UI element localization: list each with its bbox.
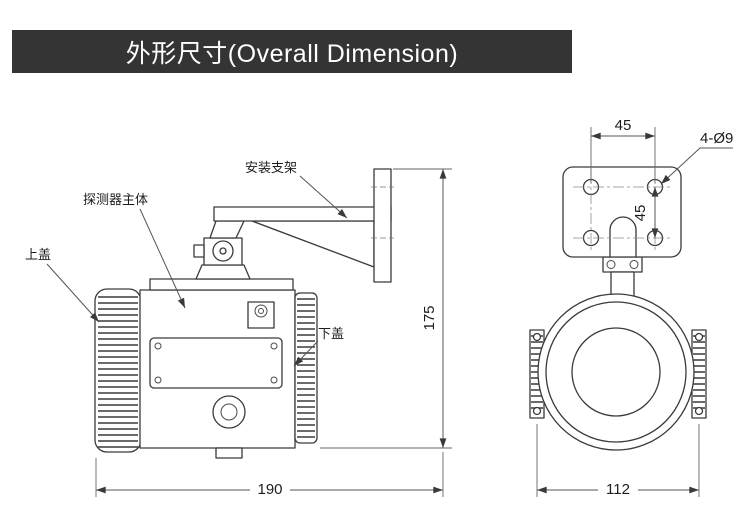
width-extension-lines — [536, 424, 700, 497]
swivel-base — [195, 264, 251, 280]
front-view — [529, 166, 707, 451]
bottom-boss — [215, 447, 243, 459]
name-plate — [149, 337, 283, 389]
body-top-plate — [149, 278, 294, 291]
body-mid-ring — [545, 301, 687, 443]
swivel-pivot — [212, 240, 234, 262]
upper-cover-leader — [46, 263, 100, 323]
bracket-arm — [213, 206, 392, 222]
sight-window — [247, 301, 275, 329]
flange-bolt — [694, 406, 704, 416]
side-view — [94, 168, 394, 459]
dim-width-label: 112 — [606, 481, 630, 498]
clevis-stem — [610, 271, 635, 297]
upper-cover-cap — [94, 288, 142, 453]
swivel-pivot-center — [219, 247, 227, 255]
flange-bolt — [532, 332, 542, 342]
lower-cover-cap — [294, 292, 318, 444]
swivel-bolt — [193, 244, 205, 258]
lower-cover-leader — [293, 340, 319, 367]
plate-screw — [270, 342, 278, 350]
dimensions: 175 190 45 45 4-Ø9 112 — [95, 117, 733, 498]
detector-body-leader — [139, 208, 186, 309]
bracket-slot — [609, 216, 637, 257]
callout-labels: 安装支架 探测器主体 上盖 下盖 — [25, 160, 348, 367]
lower-cover-fins — [297, 298, 315, 438]
dim-hole-spacing-h-label: 45 — [615, 117, 632, 134]
upper-cover-fins — [98, 296, 138, 448]
lens-window — [571, 327, 661, 417]
mounting-bracket-leader — [299, 175, 348, 219]
bracket-hole-axes — [371, 186, 394, 239]
dim-length-label: 190 — [257, 481, 282, 498]
clevis-pin — [629, 260, 639, 269]
title-bar: 外形尺寸(Overall Dimension) — [12, 30, 572, 73]
bracket-plate-front — [562, 166, 682, 258]
clevis-pin — [606, 260, 616, 269]
hole-spec-label: 4-Ø9 — [700, 130, 733, 147]
hole-spec-leader — [660, 147, 733, 185]
sight-window-bolt-center — [258, 308, 264, 314]
upper-cover-label: 上盖 — [25, 247, 51, 262]
detector-body-label: 探测器主体 — [83, 192, 148, 207]
sight-window-bolt — [254, 304, 268, 318]
dim-hole-spacing-v-label: 45 — [632, 205, 649, 222]
mounting-bracket-label: 安装支架 — [245, 160, 297, 175]
page-title: 外形尺寸(Overall Dimension) — [125, 39, 459, 68]
plate-screw — [270, 376, 278, 384]
lower-cover-label: 下盖 — [318, 326, 344, 341]
bracket-gusset — [251, 220, 375, 268]
label-mask — [250, 480, 290, 497]
flange-bolt — [532, 406, 542, 416]
clevis — [602, 256, 643, 273]
dim-height-label: 175 — [421, 305, 438, 330]
label-mask — [598, 480, 638, 497]
bracket-plate-side — [373, 168, 392, 283]
cable-gland — [212, 395, 246, 429]
plate-screw — [154, 376, 162, 384]
hole-centerlines — [573, 173, 672, 252]
flange-bolt — [694, 332, 704, 342]
swivel-link — [209, 220, 245, 239]
plate-screw — [154, 342, 162, 350]
cable-gland-inner — [220, 403, 238, 421]
